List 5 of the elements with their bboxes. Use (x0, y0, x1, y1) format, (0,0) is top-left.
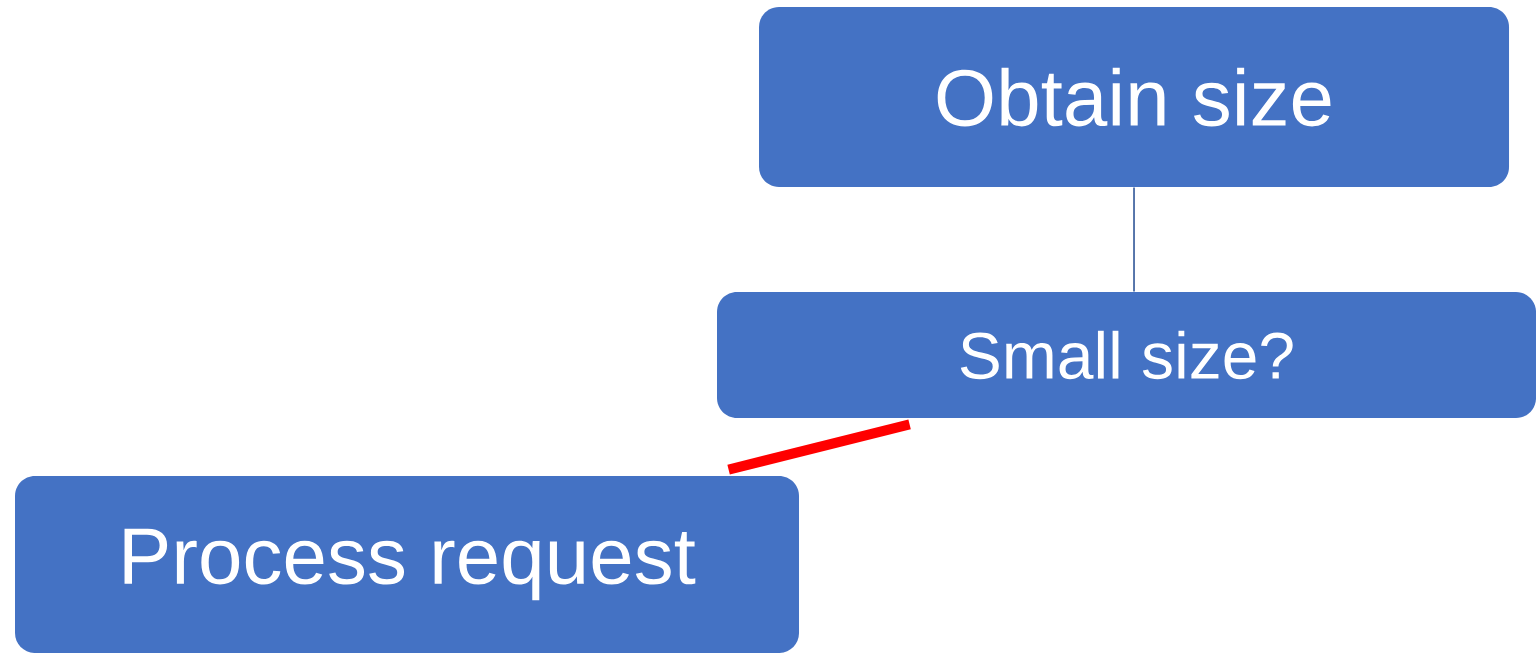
connector-line (1133, 186, 1135, 293)
connector-line (727, 419, 911, 475)
process-box: Obtain size (759, 7, 1509, 187)
process-box: Process request (15, 476, 799, 653)
process-box: Small size? (717, 292, 1536, 418)
